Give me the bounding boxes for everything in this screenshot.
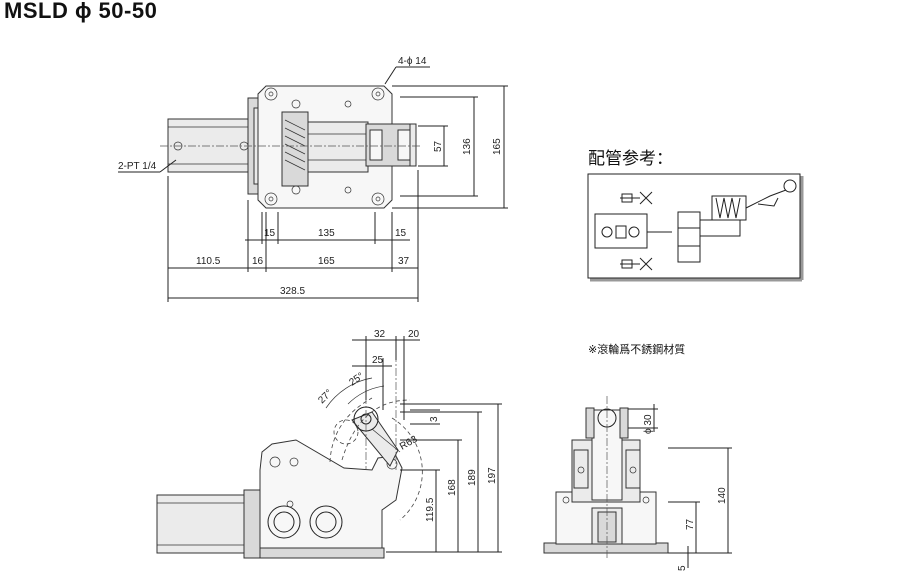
dim-168: 168 bbox=[447, 479, 458, 496]
hole-callout: 4-ϕ 14 bbox=[398, 56, 427, 67]
dim-119-5: 119.5 bbox=[425, 497, 436, 522]
dim-136: 136 bbox=[462, 138, 473, 155]
piping-reference: 配管参考： bbox=[587, 149, 804, 282]
dim-15-left: 15 bbox=[264, 228, 276, 239]
material-note: ※滾輪爲不銹鋼材質 bbox=[588, 342, 685, 356]
port-callout: 2-PT 1/4 bbox=[118, 161, 157, 172]
dim-16: 16 bbox=[252, 256, 264, 267]
dim-77: 77 bbox=[685, 518, 696, 530]
dim-37: 37 bbox=[398, 256, 410, 267]
dim-189: 189 bbox=[467, 469, 478, 486]
dim-57: 57 bbox=[433, 140, 444, 152]
dim-328-5: 328.5 bbox=[280, 286, 305, 297]
front-view: ϕ 30 140 77 5 bbox=[543, 396, 732, 571]
dim-140: 140 bbox=[717, 487, 728, 504]
dim-3: 3 bbox=[429, 416, 440, 422]
dim-110-5: 110.5 bbox=[196, 256, 221, 267]
roller-diameter: ϕ 30 bbox=[643, 414, 654, 434]
dim-165-vertical: 165 bbox=[492, 138, 503, 155]
dim-20: 20 bbox=[408, 329, 420, 340]
dim-135: 135 bbox=[318, 228, 335, 239]
angle-27: 27° bbox=[316, 388, 334, 406]
dim-197: 197 bbox=[487, 467, 498, 484]
dim-32: 32 bbox=[374, 329, 386, 340]
dim-25: 25 bbox=[372, 355, 384, 366]
dim-165-horizontal: 165 bbox=[318, 256, 335, 267]
drawing-title: MSLD ϕ 50-50 bbox=[4, 0, 158, 23]
piping-title: 配管参考： bbox=[588, 149, 673, 169]
top-view: 57 136 165 4-ϕ 14 2-PT 1/4 15 135 15 bbox=[118, 56, 508, 302]
dim-5: 5 bbox=[677, 565, 688, 571]
dim-15-right: 15 bbox=[395, 228, 407, 239]
radius-r63: R63 bbox=[398, 434, 420, 453]
side-view: 32 20 25 27° 25° R63 3 119.5 168 189 197 bbox=[156, 329, 502, 559]
